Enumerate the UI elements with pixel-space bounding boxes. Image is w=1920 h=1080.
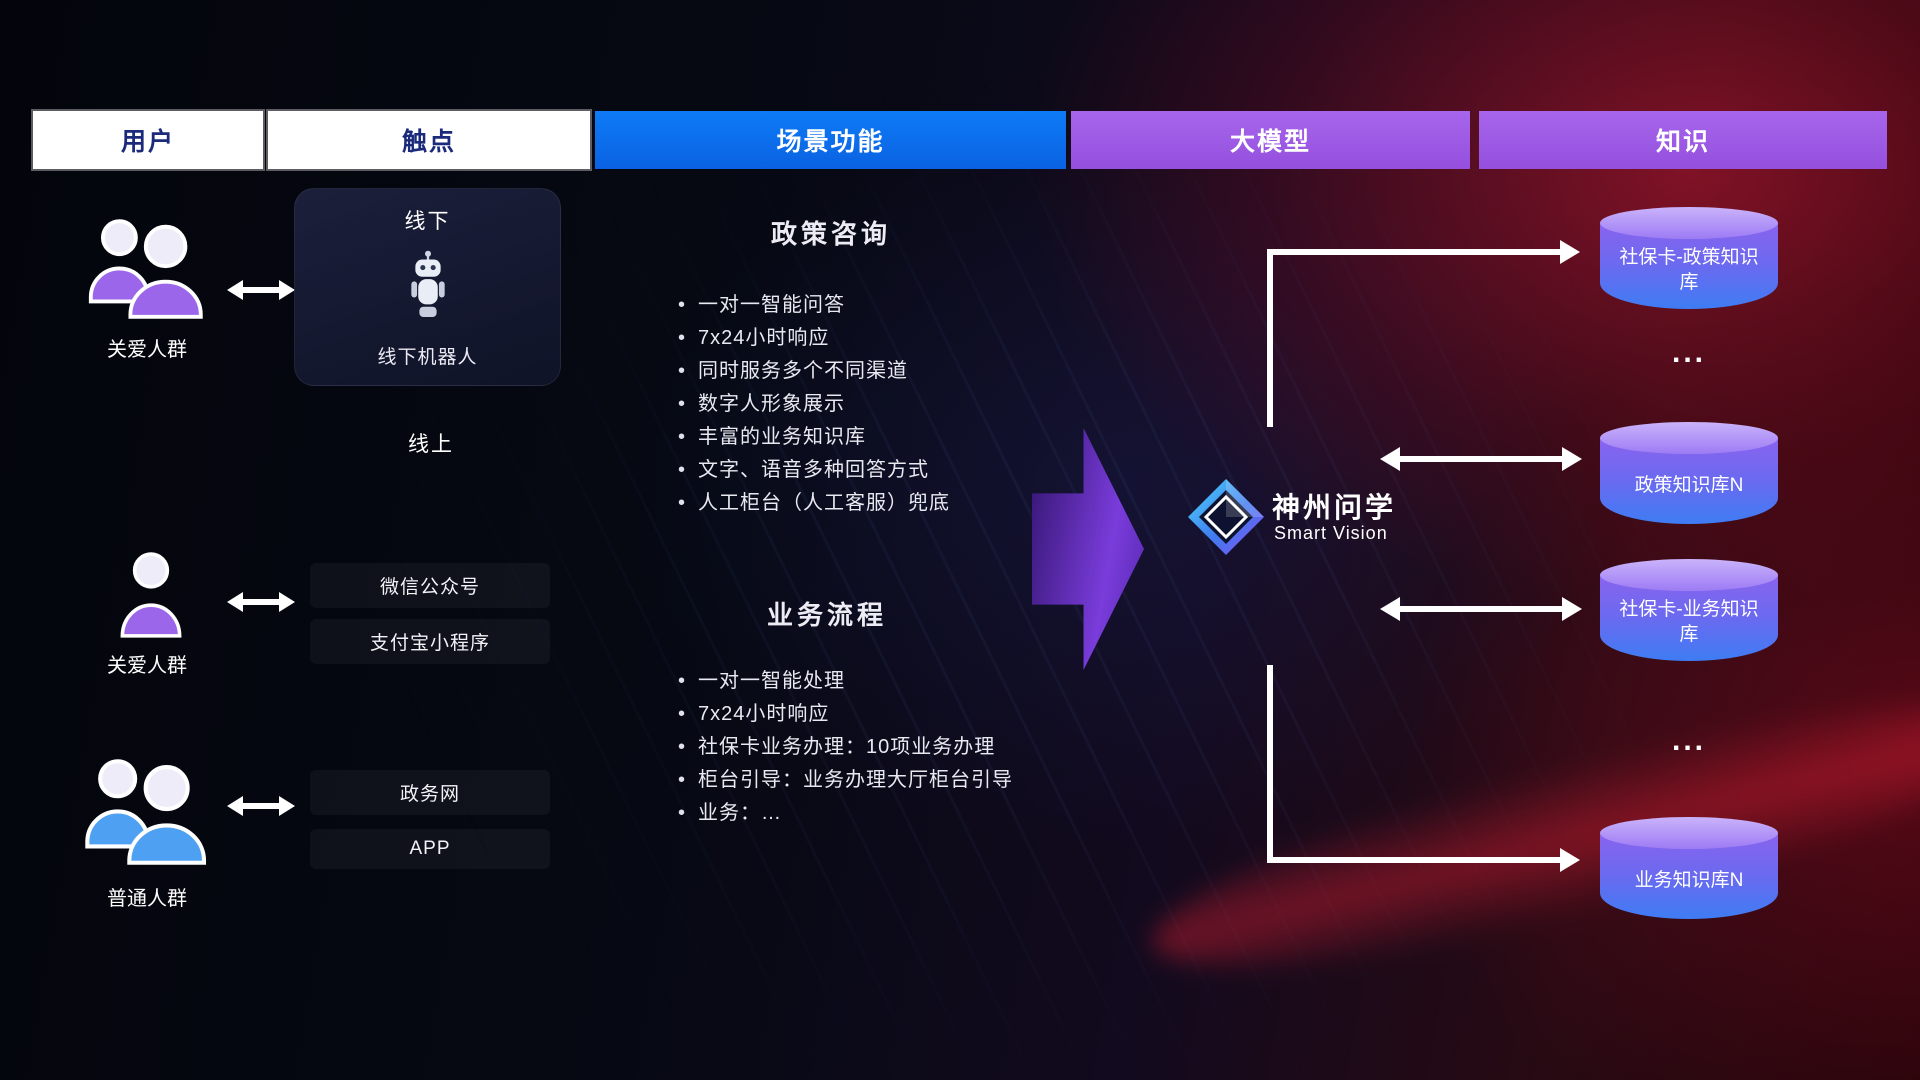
scene-item: 7x24小时响应 <box>678 698 1013 731</box>
offline-title: 线下 <box>404 210 451 233</box>
double-arrow-icon <box>227 793 295 819</box>
scene-item: 社保卡业务办理：10项业务办理 <box>678 731 1013 764</box>
connector-top-vertical <box>1267 249 1273 427</box>
column-header-touchpoints-label: 触点 <box>401 128 456 156</box>
scene-item: 一对一智能问答 <box>678 289 950 322</box>
database-cylinder-policy-n: 政策知识库N <box>1600 422 1778 524</box>
database-cylinder-business-sscard: 社保卡-业务知识库 <box>1600 559 1778 661</box>
channel-alipay: 支付宝小程序 <box>310 619 550 664</box>
channel-govweb: 政务网 <box>310 770 550 815</box>
double-arrow-icon <box>227 589 295 615</box>
diamond-logo-icon <box>1186 477 1266 557</box>
column-header-model: 大模型 <box>1071 111 1470 169</box>
cylinder-top <box>1600 817 1778 849</box>
column-header-knowledge-label: 知识 <box>1655 128 1710 156</box>
scene-item: 同时服务多个不同渠道 <box>678 355 950 388</box>
connector-bottom-horizontal <box>1267 857 1562 863</box>
user-group-label: 普通人群 <box>107 888 187 910</box>
model-name: 神州问学 <box>1272 492 1397 523</box>
channel-wechat: 微信公众号 <box>310 563 550 608</box>
cylinder-top <box>1600 422 1778 454</box>
arrowhead-left-icon <box>1380 597 1400 621</box>
column-header-scenes: 场景功能 <box>595 111 1066 169</box>
scene-title-business: 业务流程 <box>766 600 887 630</box>
cylinder-top <box>1600 559 1778 591</box>
column-header-users: 用户 <box>33 111 263 169</box>
scene-item: 7x24小时响应 <box>678 322 950 355</box>
user-group-label: 关爱人群 <box>107 339 187 361</box>
user-group-label: 关爱人群 <box>107 655 187 677</box>
offline-touchpoint-card: 线下 线下机器人 <box>294 188 561 386</box>
cylinder-top <box>1600 207 1778 239</box>
scene-item: 数字人形象展示 <box>678 388 950 421</box>
database-label: 社保卡-业务知识库 <box>1619 599 1759 645</box>
database-label: 业务知识库N <box>1634 869 1744 891</box>
connector-bottom-vertical <box>1267 665 1273 863</box>
column-header-users-label: 用户 <box>120 128 175 156</box>
scene-item: 人工柜台（人工客服）兜底 <box>678 487 950 520</box>
group-people-blue-icon <box>78 750 218 874</box>
scene-item: 业务：… <box>678 797 1013 830</box>
connector-top-horizontal <box>1267 249 1562 255</box>
ellipsis-dots: ... <box>1671 336 1706 369</box>
scene-item: 文字、语音多种回答方式 <box>678 454 950 487</box>
arrowhead-right-icon <box>1562 447 1582 471</box>
database-label: 政策知识库N <box>1634 474 1744 496</box>
column-header-touchpoints: 触点 <box>268 111 590 169</box>
red-glow-band <box>1135 653 1920 1017</box>
scene-item: 丰富的业务知识库 <box>678 421 950 454</box>
database-label: 社保卡-政策知识库 <box>1619 247 1759 293</box>
flow-arrow-icon <box>1032 428 1144 670</box>
ellipsis-dots: ... <box>1671 724 1706 757</box>
group-people-purple-icon <box>82 210 214 328</box>
arrowhead-left-icon <box>1380 447 1400 471</box>
arrowhead-right-icon <box>1560 240 1580 264</box>
scene-item: 柜台引导：业务办理大厅柜台引导 <box>678 764 1013 797</box>
single-person-purple-icon <box>118 550 184 642</box>
connector-mid1-horizontal <box>1398 456 1566 462</box>
double-arrow-icon <box>227 277 295 303</box>
arrowhead-right-icon <box>1560 848 1580 872</box>
scene-list-policy: 一对一智能问答 7x24小时响应 同时服务多个不同渠道 数字人形象展示 丰富的业… <box>678 289 950 520</box>
robot-icon <box>405 249 451 328</box>
database-cylinder-business-n: 业务知识库N <box>1600 817 1778 919</box>
online-label: 线上 <box>408 433 454 456</box>
channel-app: APP <box>310 829 550 869</box>
scene-item: 一对一智能处理 <box>678 665 1013 698</box>
column-header-model-label: 大模型 <box>1229 128 1311 156</box>
column-header-scenes-label: 场景功能 <box>776 128 885 156</box>
connector-mid2-horizontal <box>1398 606 1566 612</box>
scene-list-business: 一对一智能处理 7x24小时响应 社保卡业务办理：10项业务办理 柜台引导：业务… <box>678 665 1013 830</box>
column-header-knowledge: 知识 <box>1479 111 1887 169</box>
database-cylinder-policy-sscard: 社保卡-政策知识库 <box>1600 207 1778 309</box>
arrowhead-right-icon <box>1562 597 1582 621</box>
offline-robot-label: 线下机器人 <box>377 347 478 368</box>
scene-title-policy: 政策咨询 <box>770 219 891 249</box>
model-subtitle: Smart Vision <box>1274 523 1388 543</box>
